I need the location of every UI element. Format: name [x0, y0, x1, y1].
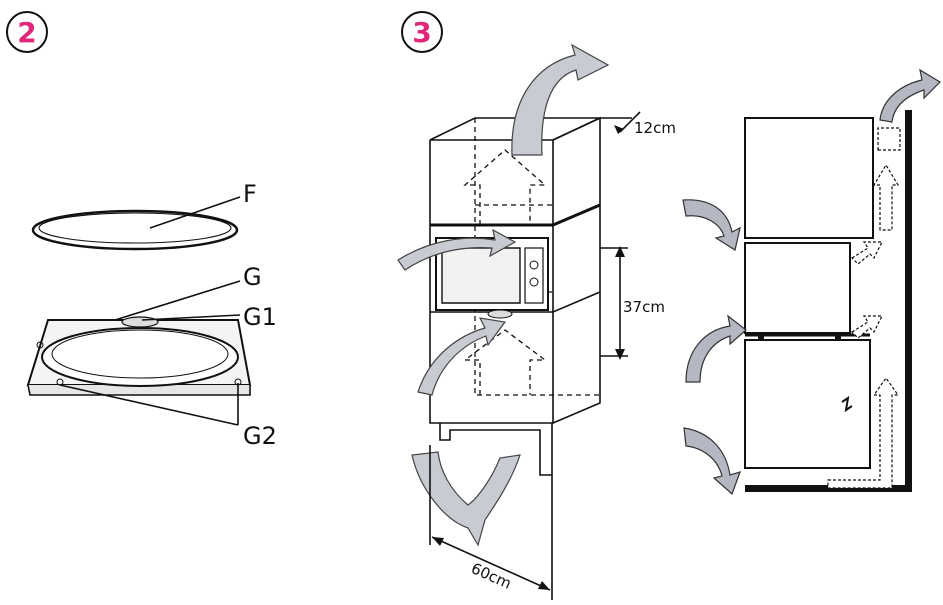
step-3-badge: 3: [401, 11, 443, 53]
microwave-compartment: [744, 242, 851, 334]
label-g: G: [243, 263, 262, 291]
internal-airflow-lower: [463, 329, 547, 395]
airflow-in-lower-arrow: [417, 317, 507, 396]
dimension-60cm: 60cm: [429, 445, 553, 600]
dimension-37cm-label: 37cm: [623, 298, 665, 316]
rising-air-middle-lower-arrow: [851, 315, 883, 339]
step-3-panel: 3: [397, 11, 676, 600]
turntable-support-g: G G1 G2: [26, 263, 277, 450]
rising-air-top-arrow: [877, 127, 901, 151]
upper-cabinet: [744, 117, 874, 239]
microwave-oven: [435, 237, 549, 319]
rising-air-lower-arrow: [827, 376, 900, 489]
airflow-in-bottom-arrow: [411, 451, 521, 547]
step-2-number: 2: [17, 16, 36, 49]
intake-middle-arrow: [685, 314, 747, 383]
side-view-panel: [682, 68, 941, 496]
exhaust-top-arrow: [879, 68, 941, 123]
intake-upper-arrow: [682, 199, 741, 251]
dimension-37cm: 37cm: [600, 246, 665, 360]
rising-air-middle-arrow: [851, 241, 883, 265]
rising-air-upper-arrow: [872, 163, 900, 231]
label-g2: G2: [243, 422, 277, 450]
airflow-out-top-arrow: [511, 43, 610, 156]
airflow-in-middle-arrow: [397, 228, 517, 271]
internal-airflow-upper: [463, 149, 547, 225]
glass-turntable-f: F: [31, 180, 257, 251]
label-g1: G1: [243, 303, 277, 331]
step-2-panel: 2 F G G1 G2: [6, 11, 277, 450]
label-f: F: [243, 180, 257, 208]
dimension-12cm-label: 12cm: [634, 119, 676, 137]
step-2-badge: 2: [6, 11, 48, 53]
dimension-12cm: 12cm: [600, 111, 676, 137]
lower-cabinet: [744, 339, 871, 469]
intake-lower-arrow: [683, 427, 741, 496]
step-3-number: 3: [412, 16, 431, 49]
